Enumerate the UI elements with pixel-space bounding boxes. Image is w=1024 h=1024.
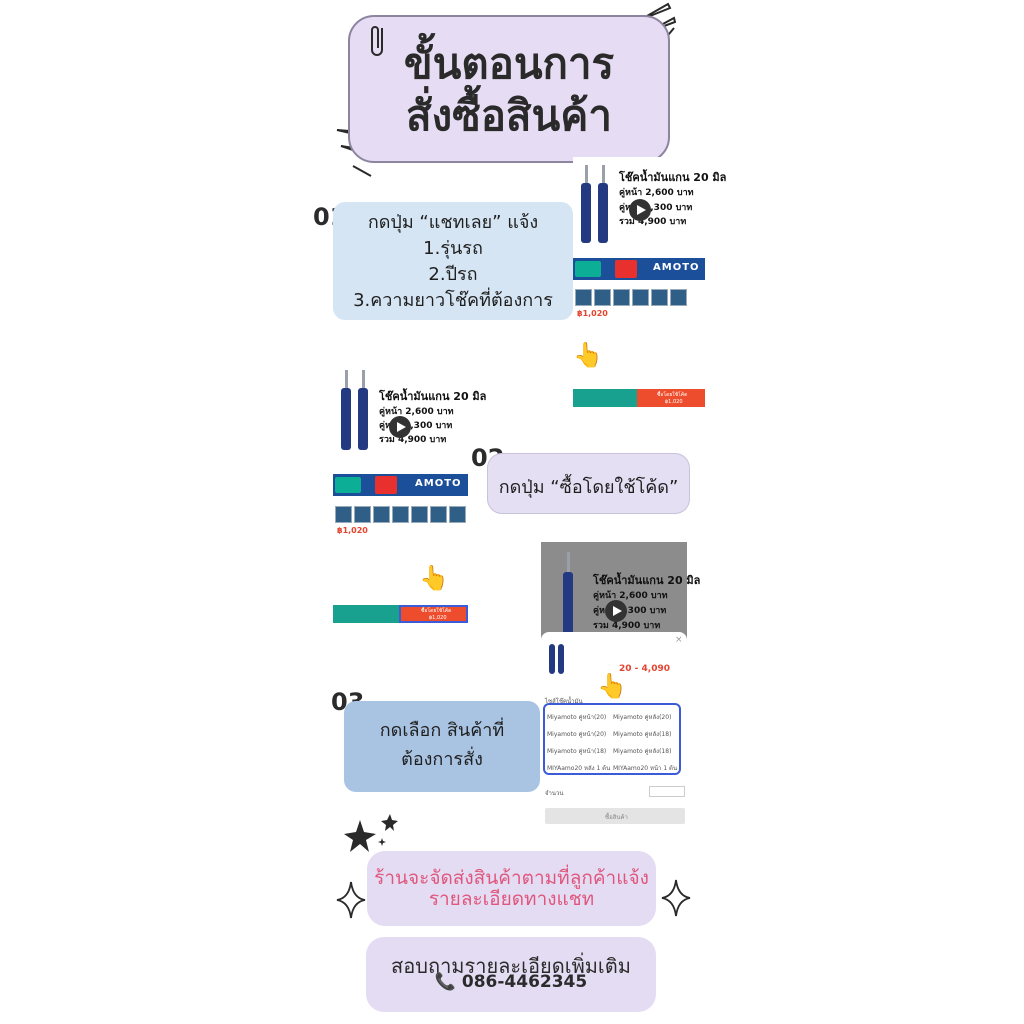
- step-3-text: กดเลือก สินค้าที่ ต้องการสั่ง: [344, 716, 540, 774]
- product-name: โช๊คน้ำมันแกน 20 มิล: [619, 171, 727, 184]
- product-rear-price: คู่หลัง 2,300 บาท: [379, 421, 453, 431]
- title-line-2: สั่งซื้อสินค้า: [406, 91, 612, 140]
- product-price: ฿1,020: [577, 309, 608, 318]
- shipping-note-line-2: รายละเอียดทางแชท: [428, 888, 595, 910]
- play-icon[interactable]: [389, 416, 411, 438]
- sparkle-icon: [661, 879, 691, 917]
- shipping-note-card: [367, 851, 656, 926]
- stars-icon: [344, 814, 398, 852]
- screenshot-step-1: โช๊คน้ำมันแกน 20 มิล คู่หน้า 2,600 บาท ค…: [573, 157, 726, 407]
- shipping-note-line-1: ร้านจะจัดส่งสินค้าตามที่ลูกค้าแจ้ง: [374, 867, 649, 889]
- quantity-label: จำนวน: [545, 790, 564, 797]
- contact-title: สอบถามรายละเอียดเพิ่มเติม: [391, 954, 631, 978]
- product-rear-price: คู่หลัง 2,300 บาท: [619, 203, 693, 213]
- brand-banner: AMOTO: [573, 258, 705, 280]
- step-3-line: กดเลือก สินค้าที่: [379, 720, 505, 741]
- product-name: โช๊คน้ำมันแกน 20 มิล: [593, 574, 701, 587]
- step-3-card: [344, 701, 540, 792]
- variant-option[interactable]: Miyamoto คู่หลัง(20): [613, 714, 672, 721]
- pointing-hand-icon: 👆: [573, 341, 603, 369]
- step-1-text: กดปุ่ม “แชทเลย” แจ้ง 1.รุ่นรถ 2.ปีรถ 3.ค…: [333, 210, 573, 314]
- product-price: ฿1,020: [337, 526, 368, 535]
- title-line-1: ขั้นตอนการ: [403, 39, 615, 88]
- step-2-card: [488, 454, 689, 513]
- product-total-price: รวม 4,900 บาท: [379, 435, 447, 445]
- variant-option[interactable]: Miyamoto คู่หน้า(20): [547, 714, 607, 721]
- shipping-note: ร้านจะจัดส่งสินค้าตามที่ลูกค้าแจ้ง รายละ…: [367, 868, 656, 910]
- variant-option[interactable]: Miyamoto คู่หลัง(18): [613, 731, 672, 738]
- shock-absorber-image: [563, 572, 573, 634]
- buy-bar: ซื้อโดยใช้โค้ด ฿1,020: [333, 605, 468, 623]
- shock-absorber-image: [341, 388, 351, 450]
- screenshot-step-3: โช๊คน้ำมันแกน 20 มิล คู่หน้า 2,600 บาท ค…: [541, 542, 700, 824]
- brand-banner: AMOTO: [333, 474, 468, 496]
- play-icon[interactable]: [629, 199, 651, 221]
- product-front-price: คู่หน้า 2,600 บาท: [593, 591, 668, 601]
- variant-option[interactable]: Miyamoto คู่หน้า(20): [547, 731, 607, 738]
- product-rear-price: คู่หลัง 2,300 บาท: [593, 606, 667, 616]
- variant-option[interactable]: MIYAamo20 หน้า 1 ต้น: [613, 765, 678, 772]
- product-total-price: รวม 4,900 บาท: [619, 217, 687, 227]
- contact-card: [366, 937, 656, 1012]
- play-icon[interactable]: [605, 600, 627, 622]
- variant-sheet: × 20 - 4,090 👆 ไซส์โช๊คน้ำมัน Miyamoto ค…: [541, 632, 687, 824]
- step-3-line: ต้องการสั่ง: [401, 749, 483, 770]
- shock-absorber-image: [598, 183, 608, 243]
- thumbnail-row: [575, 289, 703, 307]
- paperclip-icon: [371, 26, 383, 56]
- variant-grid: [543, 703, 681, 775]
- sparkle-icon: [336, 881, 366, 919]
- product-front-price: คู่หน้า 2,600 บาท: [619, 188, 694, 198]
- step-1-card: [333, 202, 573, 320]
- buy-with-code-button[interactable]: [399, 605, 468, 623]
- step-1-line: 1.รุ่นรถ: [423, 238, 483, 259]
- pointing-hand-icon: 👆: [419, 564, 449, 592]
- phone-number: 086-4462345: [461, 972, 588, 992]
- confirm-buy-button[interactable]: [545, 808, 685, 824]
- price-range: 20 - 4,090: [619, 664, 670, 674]
- close-icon[interactable]: ×: [675, 635, 683, 645]
- shock-absorber-image: [581, 183, 591, 243]
- step-2-text: กดปุ่ม “ซื้อโดยใช้โค้ด”: [498, 477, 679, 498]
- step-1-line: กดปุ่ม “แชทเลย” แจ้ง: [367, 212, 539, 233]
- contact-phone[interactable]: 📞 086-4462345: [366, 972, 656, 992]
- product-total-price: รวม 4,900 บาท: [593, 621, 661, 631]
- telephone-icon: 📞: [434, 972, 456, 992]
- step-1-line: 3.ความยาวโช๊คที่ต้องการ: [353, 290, 553, 311]
- variant-option[interactable]: MIYAamo20 หลัง 1 ต้น: [547, 765, 611, 772]
- step-1-line: 2.ปีรถ: [428, 264, 478, 285]
- screenshot-step-2: โช๊คน้ำมันแกน 20 มิล คู่หน้า 2,600 บาท ค…: [333, 360, 486, 625]
- shock-absorber-image: [358, 388, 368, 450]
- thumbnail-row: [335, 506, 466, 524]
- variant-header: ไซส์โช๊คน้ำมัน: [545, 698, 583, 705]
- pointing-hand-icon: 👆: [597, 672, 627, 700]
- variant-option[interactable]: Miyamoto คู่หลัง(18): [613, 748, 672, 755]
- quantity-stepper[interactable]: [649, 786, 685, 797]
- buy-with-code-button[interactable]: [637, 389, 705, 407]
- product-name: โช๊คน้ำมันแกน 20 มิล: [379, 390, 487, 403]
- chat-now-button[interactable]: [573, 389, 637, 407]
- buy-bar: ซื้อโดยใช้โค้ด ฿1,020: [573, 389, 705, 407]
- page-title: ขั้นตอนการ สั่งซื้อสินค้า: [348, 38, 670, 142]
- chat-now-button[interactable]: [333, 605, 399, 623]
- product-front-price: คู่หน้า 2,600 บาท: [379, 407, 454, 417]
- title-card: [348, 15, 670, 163]
- variant-option[interactable]: Miyamoto คู่หน้า(18): [547, 748, 607, 755]
